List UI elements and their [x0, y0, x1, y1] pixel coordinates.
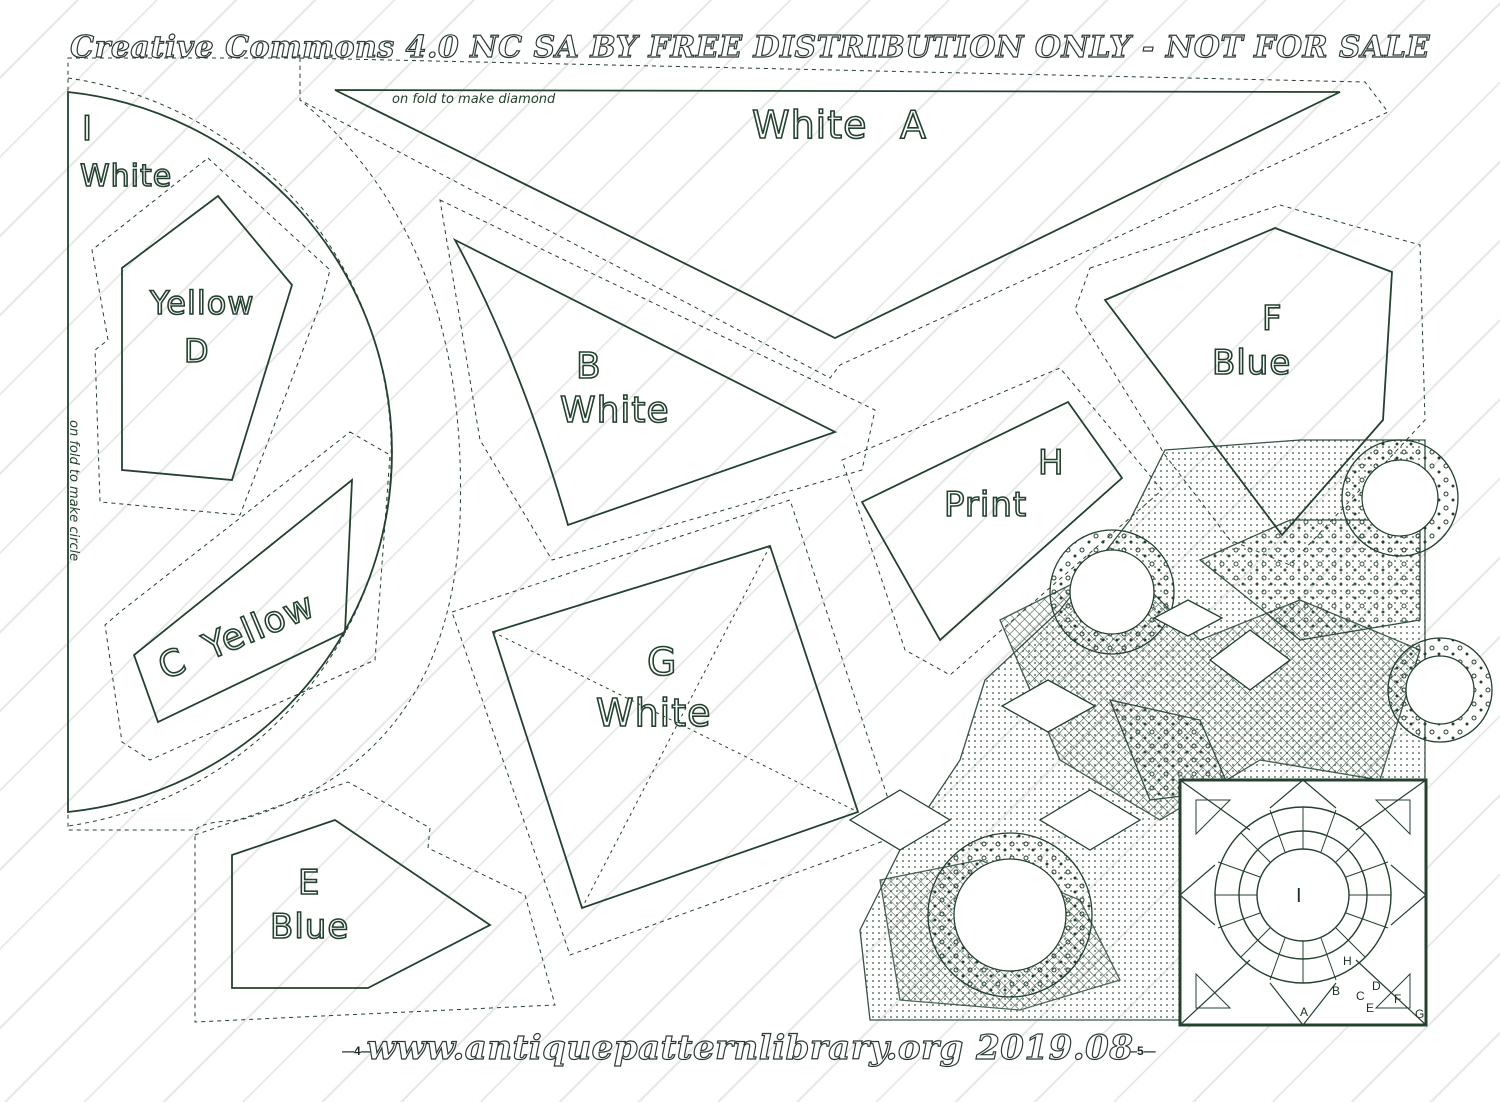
piece-a-color: White	[752, 103, 868, 147]
piece-h-color: Print	[944, 485, 1027, 525]
piece-b-color: White	[560, 390, 670, 431]
piece-i-fold-note: on fold to make circle	[66, 420, 81, 561]
piece-i: I White on fold to make circle	[66, 57, 462, 831]
quilt-illustration	[848, 439, 1493, 1021]
diagram-label-d: D	[1372, 979, 1381, 993]
piece-d: Yellow D	[91, 157, 331, 516]
piece-a-letter: A	[900, 103, 927, 147]
piece-c-letter: C	[152, 640, 192, 688]
piece-h-letter: H	[1038, 443, 1065, 483]
piece-g-color: White	[596, 691, 712, 735]
piece-f-color: Blue	[1212, 343, 1291, 383]
piece-g-letter: G	[647, 640, 677, 684]
piece-b: B White	[439, 199, 876, 561]
piece-e-color: Blue	[270, 907, 349, 947]
piece-c-color: Yellow	[197, 585, 321, 669]
diagram-label-e: E	[1366, 1001, 1374, 1015]
piece-d-letter: D	[184, 332, 210, 370]
piece-e: E Blue	[194, 781, 556, 1023]
piece-a-fold-note: on fold to make diamond	[392, 92, 556, 107]
piece-a: on fold to make diamond White A	[299, 57, 1389, 379]
piece-f-letter: F	[1262, 299, 1283, 339]
site-footer[interactable]: www.antiquepatternlibrary.org 2019.08	[366, 1027, 1134, 1068]
piece-d-color: Yellow	[149, 284, 255, 322]
diagram-label-f: F	[1394, 992, 1401, 1006]
block-diagram: I A B C D E F G H	[1178, 778, 1428, 1027]
page-number-left: —4—	[342, 1044, 373, 1058]
piece-g: G White	[451, 499, 901, 956]
piece-c: C Yellow	[104, 431, 391, 761]
piece-b-letter: B	[576, 346, 602, 387]
diagram-center-label: I	[1296, 885, 1302, 907]
piece-i-color: White	[80, 159, 172, 194]
diagram-label-g: G	[1415, 1007, 1424, 1021]
diagram-label-b: B	[1332, 984, 1340, 998]
diagram-label-h: H	[1343, 954, 1352, 968]
license-banner: Creative Commons 4.0 NC SA BY FREE DISTR…	[70, 29, 1430, 65]
diagram-label-c: C	[1356, 989, 1365, 1003]
piece-e-letter: E	[298, 863, 320, 903]
piece-i-letter: I	[82, 109, 93, 149]
diagram-label-a: A	[1300, 1005, 1308, 1019]
page-number-right: —5—	[1125, 1044, 1156, 1058]
